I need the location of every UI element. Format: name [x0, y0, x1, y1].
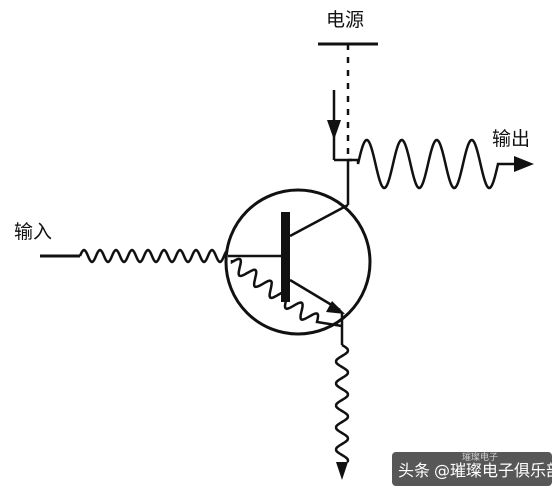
emitter-output-wave — [334, 343, 350, 463]
watermark-faint-text: 璀璨电子 — [462, 451, 498, 463]
power-label: 电源 — [326, 9, 364, 31]
watermark: 璀璨电子 头条 @璀璨电子俱乐部 — [392, 451, 556, 486]
output-arrow-icon — [514, 156, 534, 172]
current-arrow-down-icon — [327, 120, 341, 140]
transistor-base-plate — [281, 212, 290, 302]
watermark-handle: @璀璨电子俱乐部 — [434, 461, 556, 480]
input-signal-wave — [78, 248, 229, 264]
emitter-down-arrow-icon — [336, 462, 348, 480]
transistor-collector — [289, 203, 349, 238]
transistor-body — [224, 188, 372, 336]
base-current-wave — [230, 257, 343, 328]
emitter-arrow-icon — [326, 301, 345, 314]
output-amplified-wave — [348, 138, 514, 190]
watermark-background — [392, 452, 552, 486]
output-label: 输出 — [492, 128, 530, 150]
input-label: 输入 — [14, 221, 52, 243]
watermark-prefix: 头条 — [398, 461, 430, 480]
